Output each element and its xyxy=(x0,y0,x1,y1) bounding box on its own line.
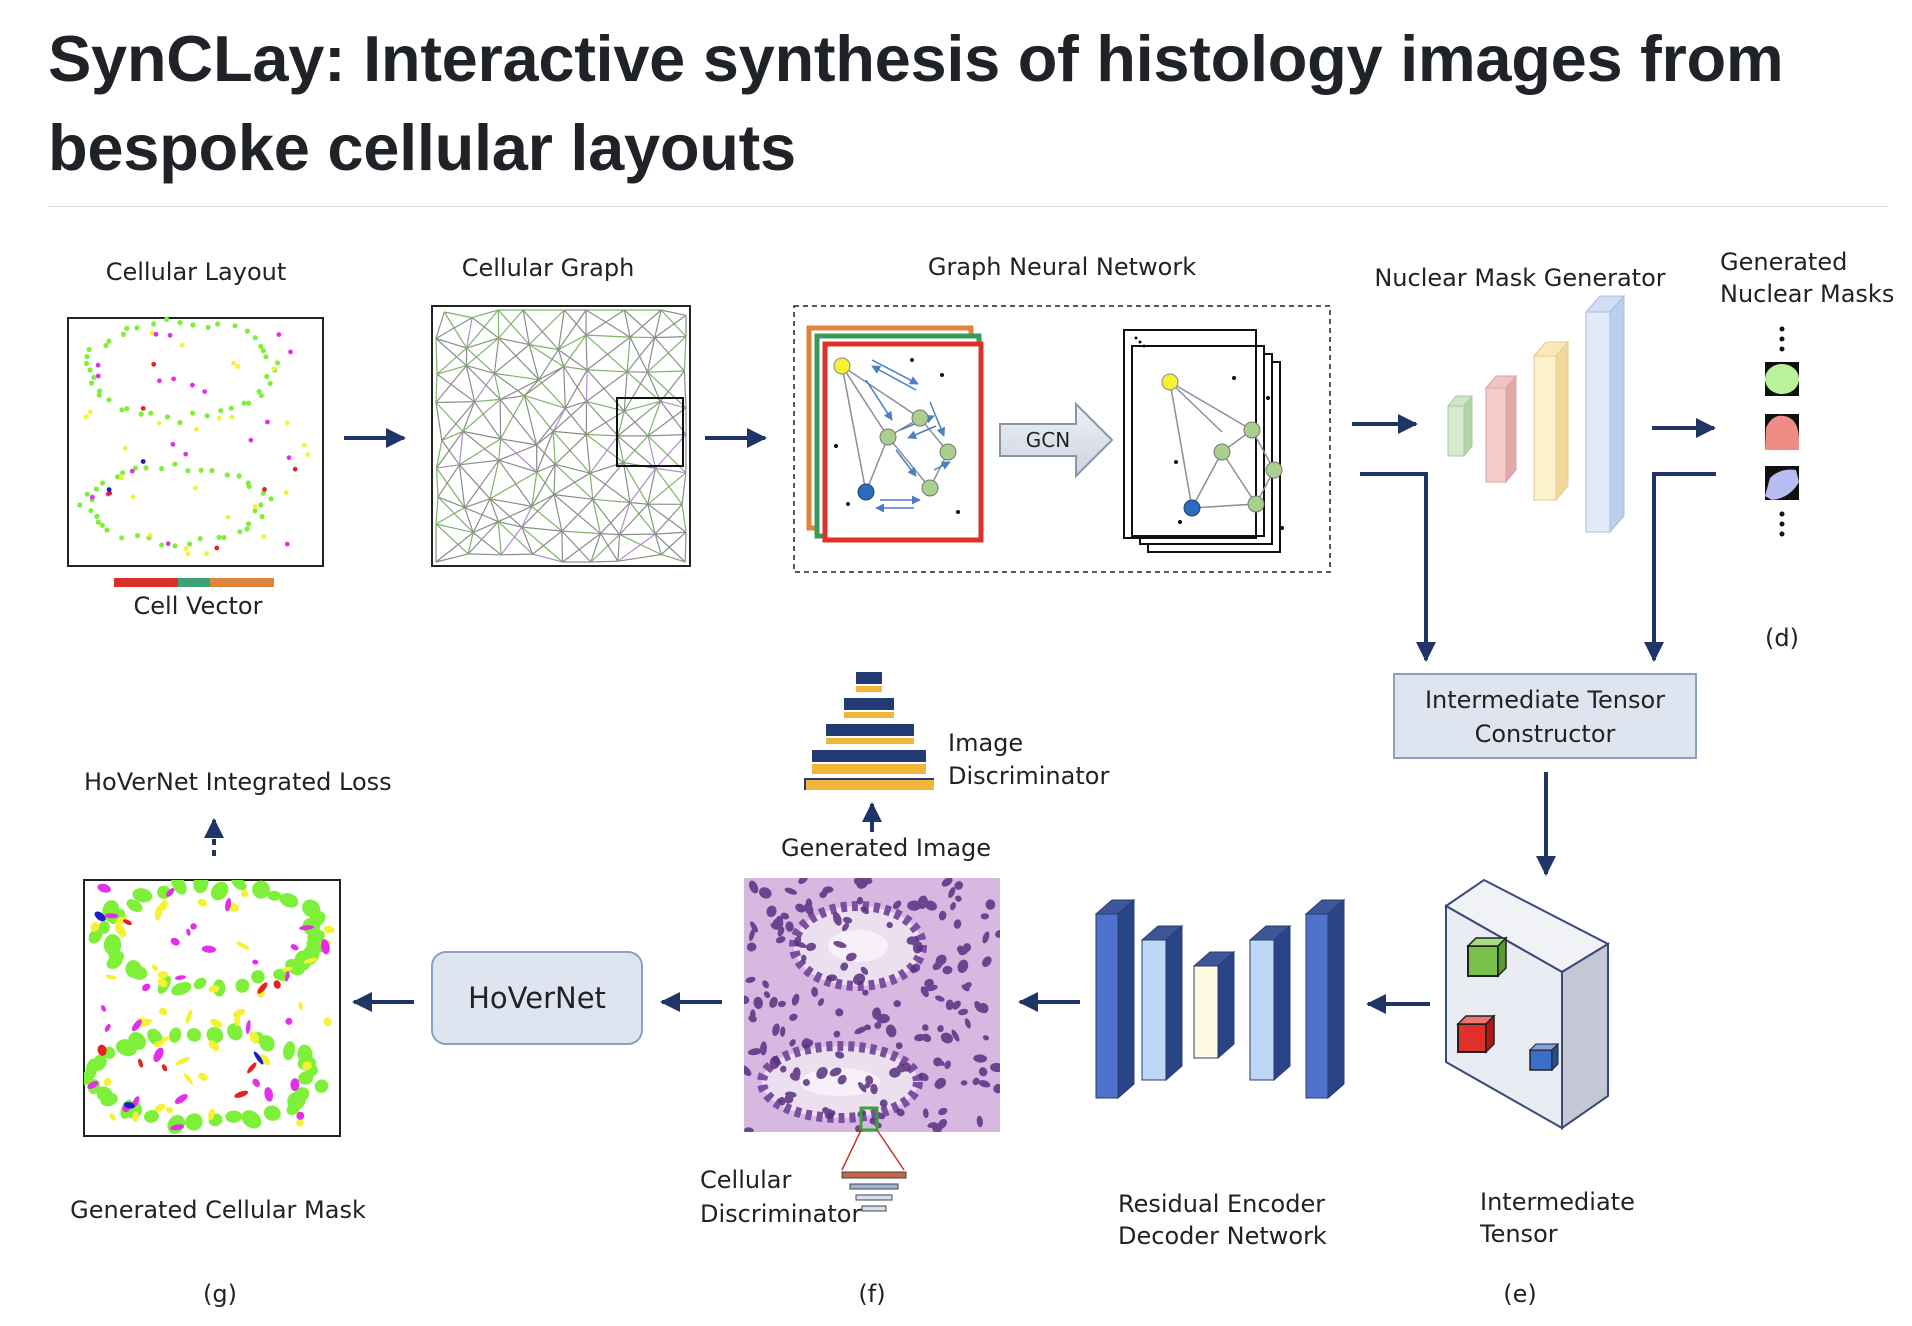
itc-label-1: Intermediate Tensor xyxy=(1425,686,1665,714)
cell-disc-label-1: Cellular xyxy=(700,1166,791,1194)
gcn-label: GCN xyxy=(1026,428,1070,452)
caption-d: (d) xyxy=(1765,624,1799,652)
nuclear-mask-generator-blocks xyxy=(1446,294,1626,534)
intermediate-tensor-label-1: Intermediate xyxy=(1480,1188,1635,1216)
generated-masks-label-1: Generated xyxy=(1720,248,1847,276)
hovernet-label: HoVerNet xyxy=(468,981,606,1015)
generated-nuclear-masks xyxy=(1765,326,1799,537)
gcn-arrow: GCN xyxy=(999,401,1114,479)
image-discriminator-stack xyxy=(804,672,934,790)
generated-histology-image xyxy=(744,878,1000,1132)
cell-vector-bar xyxy=(114,578,274,587)
nuclear-mask-generator-label: Nuclear Mask Generator xyxy=(1374,264,1665,292)
red-label-2: Decoder Network xyxy=(1118,1222,1327,1250)
red-label-1: Residual Encoder xyxy=(1118,1190,1325,1218)
cellular-graph-label: Cellular Graph xyxy=(462,254,635,282)
arrow-masks-to-itc xyxy=(1644,472,1716,662)
caption-g: (g) xyxy=(203,1280,237,1308)
cellular-graph-mesh xyxy=(435,309,687,563)
intermediate-tensor-cube xyxy=(1444,878,1611,1130)
itc-label-2: Constructor xyxy=(1475,720,1616,748)
itc-box xyxy=(1393,673,1697,759)
generated-cellular-mask-label: Generated Cellular Mask xyxy=(70,1196,366,1224)
cellular-discriminator-stack xyxy=(841,1129,907,1212)
cellular-layout-panel xyxy=(67,317,324,567)
gnn-output-stack xyxy=(1123,329,1284,553)
arrow-gnn-to-itc xyxy=(1360,472,1436,662)
cell-vector-label: Cell Vector xyxy=(134,592,263,620)
cell-disc-label-2: Discriminator xyxy=(700,1200,861,1228)
hovernet-box xyxy=(431,951,643,1045)
graph-zoom-box xyxy=(616,397,684,467)
intermediate-tensor-label-2: Tensor xyxy=(1479,1220,1558,1248)
gnn-dashed-box xyxy=(793,305,1331,573)
cellular-layout-dots xyxy=(77,316,310,557)
cellular-layout-label: Cellular Layout xyxy=(106,258,287,286)
page-title: SynCLay: Interactive synthesis of histol… xyxy=(48,22,1784,184)
image-disc-label-2: Discriminator xyxy=(948,762,1109,790)
image-disc-label-1: Image xyxy=(948,729,1023,757)
caption-f: (f) xyxy=(858,1280,885,1308)
red-network-blocks xyxy=(1094,898,1346,1100)
gnn-input-graph xyxy=(833,357,960,514)
title-divider xyxy=(48,206,1888,207)
caption-e: (e) xyxy=(1503,1280,1537,1308)
hovernet-loss-label: HoVerNet Integrated Loss xyxy=(84,768,392,796)
generated-cellular-mask-cells xyxy=(84,880,335,1134)
gnn-label: Graph Neural Network xyxy=(928,253,1196,281)
generated-masks-label-2: Nuclear Masks xyxy=(1720,280,1894,308)
generated-image-label: Generated Image xyxy=(781,834,991,862)
